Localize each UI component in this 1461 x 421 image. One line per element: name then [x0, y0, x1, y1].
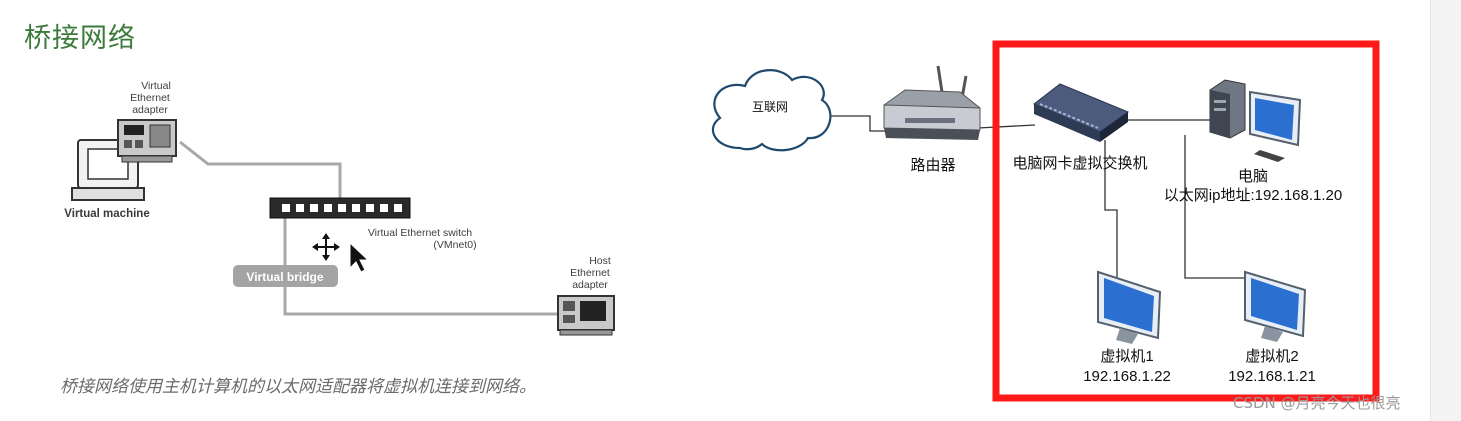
virtual-machine-label: Virtual machine	[64, 208, 149, 220]
vm2-ip-label: 192.168.1.21	[1228, 368, 1316, 385]
host-adapter-label-2: Ethernet	[570, 267, 610, 279]
vm-adapter-label-2: Ethernet	[130, 92, 170, 104]
pc-ip-label: 以太网ip地址:192.168.1.20	[1164, 187, 1342, 204]
vm2-monitor-icon	[1244, 270, 1307, 342]
router-label: 路由器	[910, 157, 955, 174]
router-switch-link	[977, 124, 1036, 129]
vm-adapter-label-1: Virtual	[141, 80, 171, 92]
csdn-watermark: CSDN @月亮今天也很亮	[1233, 394, 1401, 412]
host-ethernet-adapter-icon	[557, 295, 615, 336]
virtual-bridge-tag: Virtual bridge	[233, 265, 338, 287]
vm1-ip-label: 192.168.1.22	[1083, 368, 1171, 385]
host-adapter-label-1: Host	[589, 255, 611, 267]
vm-ethernet-adapter-icon	[117, 119, 177, 163]
move-cursor-icon	[312, 233, 340, 261]
bridged-network-diagram: Virtual Ethernet adapter Virtual machine…	[64, 80, 615, 336]
virtual-bridge-label: Virtual bridge	[246, 270, 323, 284]
page-scroll-strip	[1430, 0, 1461, 421]
page-title: 桥接网络	[24, 23, 136, 54]
internet-cloud-icon	[711, 69, 832, 152]
internet-label: 互联网	[752, 100, 788, 114]
vm-adapter-label-3: adapter	[132, 104, 168, 116]
virtual-switch-device-icon	[1033, 83, 1130, 142]
vm1-monitor-icon	[1097, 270, 1162, 344]
virtual-switch-sublabel: (VMnet0)	[433, 239, 476, 251]
highlight-box	[992, 40, 1380, 402]
host-adapter-label-3: adapter	[572, 279, 608, 291]
virtual-switch-label: Virtual Ethernet switch	[368, 227, 472, 239]
pc-icon	[1209, 79, 1302, 162]
switch-to-host-line	[283, 205, 560, 316]
virtual-machine-icon	[71, 139, 145, 201]
pc-label: 电脑	[1238, 168, 1268, 185]
router-icon	[883, 65, 981, 140]
vm1-label: 虚拟机1	[1100, 348, 1153, 365]
cloud-router-link	[822, 115, 885, 132]
switch-vm2-link	[1184, 135, 1255, 279]
virtual-switch-icon	[269, 197, 411, 219]
vm-to-switch-line	[179, 140, 342, 205]
virtual-switch-device-label: 电脑网卡虚拟交换机	[1012, 154, 1147, 172]
vm2-label: 虚拟机2	[1245, 348, 1298, 365]
arrow-cursor-icon	[349, 241, 370, 273]
figure-caption: 桥接网络使用主机计算机的以太网适配器将虚拟机连接到网络。	[60, 377, 536, 397]
switch-vm1-link	[1104, 140, 1118, 280]
